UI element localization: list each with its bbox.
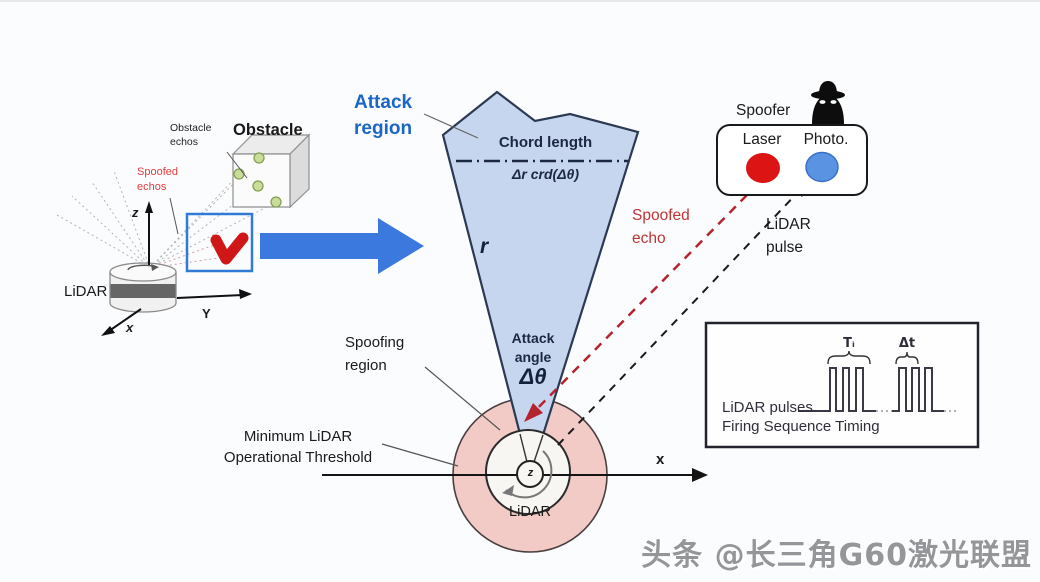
mini-axes <box>108 208 244 332</box>
lidar-cylinder <box>109 262 177 313</box>
spoofer-title: Spoofer <box>736 102 791 119</box>
lidar-center-label: LiDAR <box>509 504 551 520</box>
main-x-axis-label: x <box>656 451 665 468</box>
attack-angle-label: Attack angle <box>511 330 555 365</box>
radius-label: r <box>480 235 489 258</box>
spoofed-echo-label: Spoofed echo <box>632 207 690 248</box>
attack-angle-symbol: Δθ <box>519 364 547 389</box>
timing-caption-line2: Firing Sequence Timing <box>722 418 880 435</box>
center-rotation-arrowhead <box>502 485 514 496</box>
transition-arrow <box>260 218 424 274</box>
center-z-label: z <box>527 467 534 479</box>
pulse-train-1 <box>798 367 876 412</box>
lidar-scene-miniature <box>56 133 311 336</box>
spoofing-region-leader-line <box>424 366 501 431</box>
mini-y-axis-label: Y <box>202 306 211 321</box>
sector-edge-left <box>519 433 528 463</box>
laser-label: Laser <box>742 131 782 148</box>
obstacle-cube <box>231 133 311 209</box>
timing-caption-line1: LiDAR pulses <box>722 399 813 416</box>
spoofed-point-mark <box>210 232 249 265</box>
obstacle-echo-points <box>233 152 282 208</box>
dt-brace <box>895 351 919 365</box>
t-interval-label: Tᵢ <box>843 336 855 351</box>
obstacle-echos-label: Obstacle echos <box>170 122 212 149</box>
sector-edge-right <box>533 434 544 463</box>
spoofed-echos-leader-line <box>169 197 179 235</box>
photodetector-icon <box>805 151 839 183</box>
min-threshold-leader-line <box>381 443 459 467</box>
obstacle-title: Obstacle <box>233 121 303 139</box>
main-x-axis-arrowhead <box>692 468 708 482</box>
obstacle-echos-leader-line <box>226 151 248 179</box>
center-z-circle <box>516 460 544 488</box>
spoofed-echo-arrowhead <box>524 403 543 422</box>
attack-region-leader-line <box>423 113 479 139</box>
dt-interval-label: Δt <box>898 336 916 351</box>
scan-rays <box>56 157 277 269</box>
chord-formula-label: Δr crd(Δθ) <box>511 166 580 182</box>
spoofed-echos-label: Spoofed echos <box>137 166 178 193</box>
spy-icon <box>811 81 845 124</box>
x-axis-arrowhead <box>101 326 115 336</box>
mini-x-axis-label: x <box>126 320 134 335</box>
photo-label: Photo. <box>803 131 849 148</box>
spoofed-echo-beam <box>530 194 748 416</box>
pulse-train-2 <box>892 367 944 412</box>
attack-region-label: Attack region <box>354 92 413 139</box>
z-axis-arrowhead <box>145 201 153 213</box>
t-brace <box>827 350 871 365</box>
mini-z-axis-label: z <box>132 205 139 220</box>
chord-length-label: Chord length <box>498 134 593 151</box>
lidar-mini-label: LiDAR <box>64 283 108 300</box>
laser-emitter-icon <box>746 153 780 183</box>
lidar-pulse-label: LiDAR pulse <box>766 216 811 257</box>
spoofing-region-label: Spoofing region <box>345 334 405 374</box>
firing-sequence-box <box>704 321 980 449</box>
lidar-pulse-beam <box>557 189 801 446</box>
center-rotation-arrow-icon <box>505 450 553 499</box>
y-axis-arrowhead <box>239 289 252 299</box>
min-threshold-label: Minimum LiDAR Operational Threshold <box>223 428 373 466</box>
spoofed-point-highlight-box <box>185 212 254 273</box>
watermark: 头条 @长三角G60激光联盟 <box>641 538 1032 573</box>
